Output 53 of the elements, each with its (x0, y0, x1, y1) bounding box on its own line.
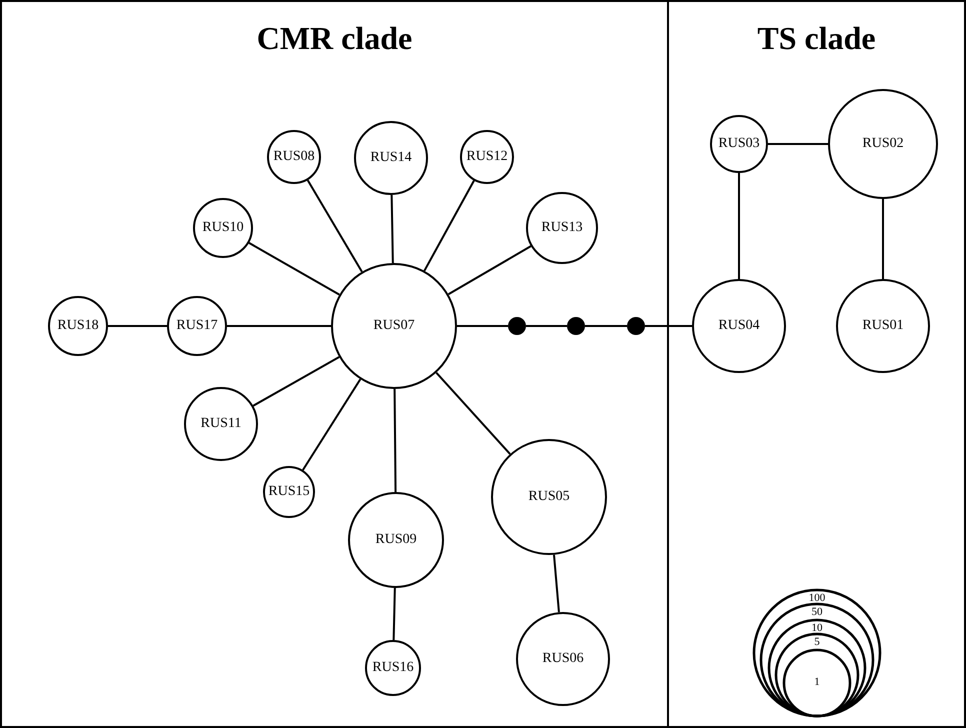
size-label: 10 (812, 623, 822, 634)
network-link (227, 325, 331, 327)
size-label: 5 (814, 637, 820, 648)
clade-panel (0, 0, 669, 728)
haplotype-circle (267, 130, 321, 184)
network-link (302, 378, 362, 471)
network-link (448, 245, 532, 296)
haplotype-label: RUS07 (373, 318, 415, 334)
haplotype-label: RUS10 (202, 220, 244, 236)
network-link (306, 180, 363, 272)
network-link (390, 194, 394, 264)
network-link (394, 388, 397, 492)
haplotype-label: RUS06 (542, 651, 584, 667)
network-link (585, 325, 627, 327)
haplotype-label: RUS03 (718, 136, 760, 152)
haplotype-circle (263, 466, 315, 518)
network-link (882, 199, 884, 279)
network-link (738, 173, 740, 279)
haplotype-label: RUS14 (370, 150, 412, 166)
network-link (108, 325, 167, 327)
haplotype-label: RUS05 (528, 489, 570, 505)
network-link (526, 325, 567, 327)
network-link (457, 325, 508, 327)
clade-title: CMR clade (256, 20, 412, 57)
size-label: 50 (812, 607, 822, 618)
mutation-dot (627, 317, 645, 335)
size-label: 100 (808, 593, 826, 604)
clade-panel (667, 0, 966, 728)
clade-title: TS clade (757, 20, 876, 57)
network-link (248, 242, 340, 296)
haplotype-label: RUS04 (718, 318, 760, 334)
network-link (645, 325, 692, 327)
size-label: 1 (814, 677, 820, 688)
haplotype-label: RUS16 (372, 660, 414, 676)
haplotype-label: RUS13 (541, 220, 583, 236)
mutation-dot (567, 317, 585, 335)
haplotype-circle (460, 130, 514, 184)
network-link (768, 143, 828, 145)
network-link (553, 554, 560, 612)
haplotype-label: RUS12 (466, 149, 508, 165)
network-link (424, 180, 475, 272)
mutation-dot (508, 317, 526, 335)
haplotype-label: RUS08 (273, 149, 315, 165)
haplotype-label: RUS02 (862, 136, 904, 152)
haplotype-label: RUS18 (57, 318, 99, 334)
network-link (436, 372, 511, 455)
haplotype-label: RUS09 (375, 532, 417, 548)
haplotype-label: RUS17 (176, 318, 218, 334)
haplotype-label: RUS11 (200, 416, 242, 432)
network-link (392, 588, 396, 640)
haplotype-label: RUS01 (862, 318, 904, 334)
network-link (252, 356, 340, 407)
haplotype-label: RUS15 (268, 484, 310, 500)
